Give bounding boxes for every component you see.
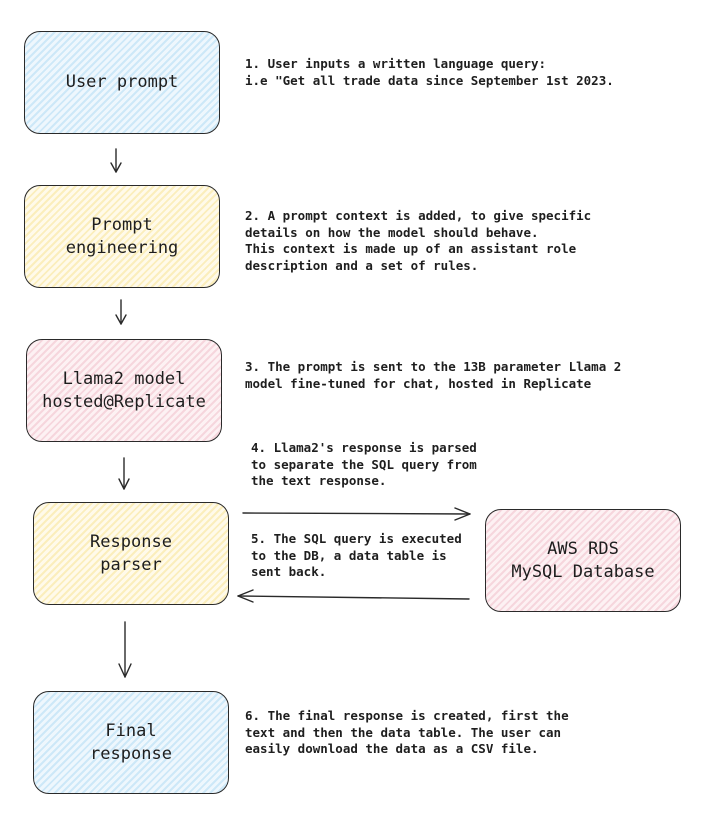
- llama2-model-node: Llama2 model hosted@Replicate: [26, 339, 222, 442]
- llama2-model-label: Llama2 model hosted@Replicate: [42, 368, 206, 412]
- user-prompt-label: User prompt: [65, 72, 179, 92]
- step4-note: 4. Llama2's response is parsed to separa…: [251, 440, 477, 488]
- step5-note: 5. The SQL query is executed to the DB, …: [251, 531, 462, 579]
- prompt-engineering-label: Prompt engineering: [65, 214, 179, 258]
- aws-rds-node: AWS RDS MySQL Database: [485, 509, 681, 612]
- arrow-db-to-parser: [237, 589, 470, 603]
- final-response-node: Final response: [33, 691, 229, 794]
- user-prompt-node: User prompt: [24, 31, 220, 134]
- arrow-user-to-engineering: [110, 148, 122, 173]
- final-response-label: Final response: [90, 720, 172, 764]
- response-parser-label: Response parser: [90, 531, 172, 575]
- prompt-engineering-node: Prompt engineering: [24, 185, 220, 288]
- step6-note: 6. The final response is created, first …: [245, 708, 569, 756]
- arrow-parser-to-final: [118, 621, 132, 678]
- aws-rds-label: AWS RDS MySQL Database: [511, 538, 655, 582]
- step3-note: 3. The prompt is sent to the 13B paramet…: [245, 359, 622, 391]
- step2-note: 2. A prompt context is added, to give sp…: [245, 208, 592, 273]
- arrow-llama-to-parser: [118, 457, 130, 490]
- arrow-parser-to-db: [242, 507, 471, 521]
- arrow-engineering-to-llama: [115, 299, 127, 325]
- step1-note: 1. User inputs a written language query:…: [245, 56, 614, 88]
- response-parser-node: Response parser: [33, 502, 229, 605]
